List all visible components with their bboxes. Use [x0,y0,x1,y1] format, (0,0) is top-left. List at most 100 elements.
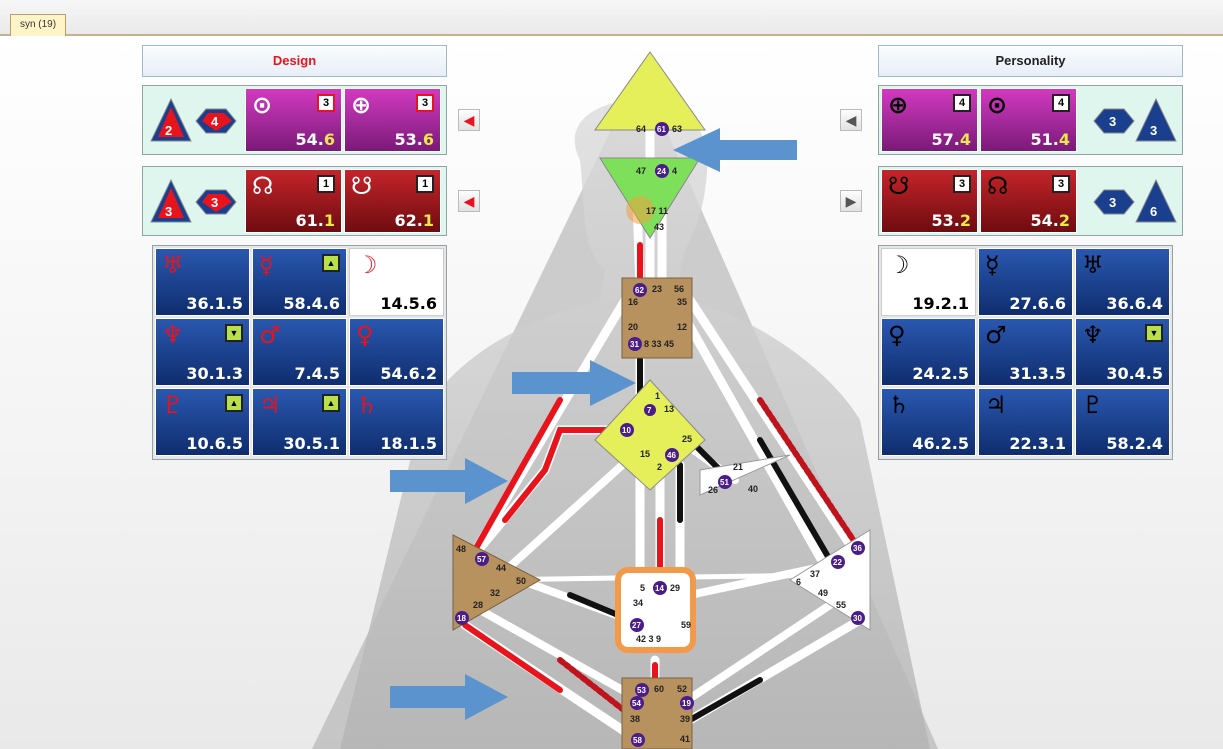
svg-text:2: 2 [165,123,172,138]
svg-text:35: 35 [677,297,687,307]
planet-value: 7.4.5 [294,364,340,383]
svg-text:48: 48 [456,544,466,554]
uranus-icon: ♅ [1082,251,1104,279]
svg-text:13: 13 [664,404,674,414]
svg-text:55: 55 [836,600,846,610]
personality-planet-mercury[interactable]: ☿ 27.6.6 [978,248,1073,316]
svg-text:15: 15 [640,449,650,459]
svg-text:38: 38 [630,714,640,724]
north-node-icon: ☊ [252,172,273,200]
mercury-icon: ☿ [985,251,1000,279]
design-row2: 3 3 ☊ 1 61.1 ☋ 1 62.1 [142,166,447,236]
design-arrow-left-2[interactable]: ◀ [458,190,480,212]
design-planet-moon[interactable]: ☽ 14.5.6 [349,248,444,316]
personality-planet-moon[interactable]: ☽ 19.2.1 [881,248,976,316]
design-planet-jupiter[interactable]: ♃ ▲ 30.5.1 [252,388,347,456]
planet-value: 18.1.5 [380,434,437,453]
saturn-icon: ♄ [888,391,910,419]
personality-planet-saturn[interactable]: ♄ 46.2.5 [881,388,976,456]
design-planet-pluto[interactable]: ♇ ▲ 10.6.5 [155,388,250,456]
line-badge: 4 [1052,94,1070,112]
svg-text:4: 4 [211,114,219,129]
design-north-node-cell[interactable]: ☊ 1 61.1 [245,169,342,233]
design-planet-mercury[interactable]: ☿ ▲ 58.4.6 [252,248,347,316]
design-planet-uranus[interactable]: ♅ 36.1.5 [155,248,250,316]
planet-value: 36.6.4 [1106,294,1163,313]
personality-arrow-right[interactable]: ▶ [840,190,862,212]
venus-icon: ♀ [888,321,906,349]
svg-text:3: 3 [1109,114,1116,129]
planet-value: 19.2.1 [912,294,969,313]
personality-planet-neptune[interactable]: ♆ ▼ 30.4.5 [1075,318,1170,386]
svg-text:20: 20 [628,322,638,332]
detriment-badge: ▼ [1145,324,1163,342]
svg-text:53: 53 [637,686,646,695]
planet-value: 14.5.6 [380,294,437,313]
design-south-node-cell[interactable]: ☋ 1 62.1 [344,169,441,233]
design-planets-grid: ♅ 36.1.5 ☿ ▲ 58.4.6 ☽ 14.5.6 ♆ ▼ 30.1.3 … [152,245,447,460]
svg-text:50: 50 [516,576,526,586]
personality-planet-jupiter[interactable]: ♃ 22.3.1 [978,388,1073,456]
svg-text:60: 60 [654,684,664,694]
svg-text:46: 46 [667,451,676,460]
design-sun-cell[interactable]: ⊙ 3 54.6 [245,88,342,152]
design-planet-mars[interactable]: ♂ 7.4.5 [252,318,347,386]
planet-value: 58.2.4 [1106,434,1163,453]
gate-value: 61.1 [296,211,335,230]
personality-planet-pluto[interactable]: ♇ 58.2.4 [1075,388,1170,456]
pluto-icon: ♇ [162,391,184,419]
gate-value: 51.4 [1031,130,1070,149]
line-badge: 3 [317,94,335,112]
earth-icon: ⊕ [351,91,371,119]
svg-text:32: 32 [490,588,500,598]
personality-south-node-cell[interactable]: ☋ 3 53.2 [881,169,978,233]
jupiter-icon: ♃ [259,391,281,419]
design-arrow-left-1[interactable]: ◀ [458,109,480,131]
svg-text:49: 49 [818,588,828,598]
svg-text:3: 3 [211,195,218,210]
design-row1: 2 4 ⊙ 3 54.6 ⊕ 3 53.6 [142,85,447,155]
personality-earth-cell[interactable]: ⊕ 4 57.4 [881,88,978,152]
design-planet-saturn[interactable]: ♄ 18.1.5 [349,388,444,456]
neptune-icon: ♆ [1082,321,1104,349]
personality-sun-cell[interactable]: ⊙ 4 51.4 [980,88,1077,152]
personality-arrow-left[interactable]: ◀ [840,109,862,131]
exalted-badge: ▲ [322,254,340,272]
design-planet-venus[interactable]: ♀ 54.6.2 [349,318,444,386]
neptune-icon: ♆ [162,321,184,349]
mars-icon: ♂ [985,321,1007,349]
personality-header: Personality [878,45,1183,77]
svg-text:3: 3 [1109,195,1116,210]
planet-value: 30.1.3 [186,364,243,383]
svg-text:56: 56 [674,284,684,294]
personality-planet-uranus[interactable]: ♅ 36.6.4 [1075,248,1170,316]
south-node-icon: ☋ [351,172,372,200]
personality-planet-mars[interactable]: ♂ 31.3.5 [978,318,1073,386]
mars-icon: ♂ [259,321,281,349]
svg-text:16: 16 [628,297,638,307]
personality-planet-venus[interactable]: ♀ 24.2.5 [881,318,976,386]
head-center [595,52,705,130]
gate-value: 54.2 [1031,211,1070,230]
design-row2-shapes: 3 3 [146,170,241,232]
svg-text:52: 52 [677,684,687,694]
design-earth-cell[interactable]: ⊕ 3 53.6 [344,88,441,152]
personality-north-node-cell[interactable]: ☊ 3 54.2 [980,169,1077,233]
svg-text:7: 7 [647,406,652,415]
gate-value: 54.6 [296,130,335,149]
svg-text:59: 59 [681,620,691,630]
jupiter-icon: ♃ [985,391,1007,419]
planet-value: 36.1.5 [186,294,243,313]
detriment-badge: ▼ [225,324,243,342]
svg-text:30: 30 [853,614,862,623]
svg-text:28: 28 [473,600,483,610]
sun-icon: ⊙ [252,91,272,119]
design-planet-neptune[interactable]: ♆ ▼ 30.1.3 [155,318,250,386]
svg-text:8 33 45: 8 33 45 [644,339,674,349]
svg-text:3: 3 [165,204,172,219]
svg-text:64: 64 [636,124,646,134]
svg-text:6: 6 [1150,204,1157,219]
svg-text:43: 43 [654,222,664,232]
svg-text:31: 31 [630,340,639,349]
svg-text:61: 61 [657,125,666,134]
